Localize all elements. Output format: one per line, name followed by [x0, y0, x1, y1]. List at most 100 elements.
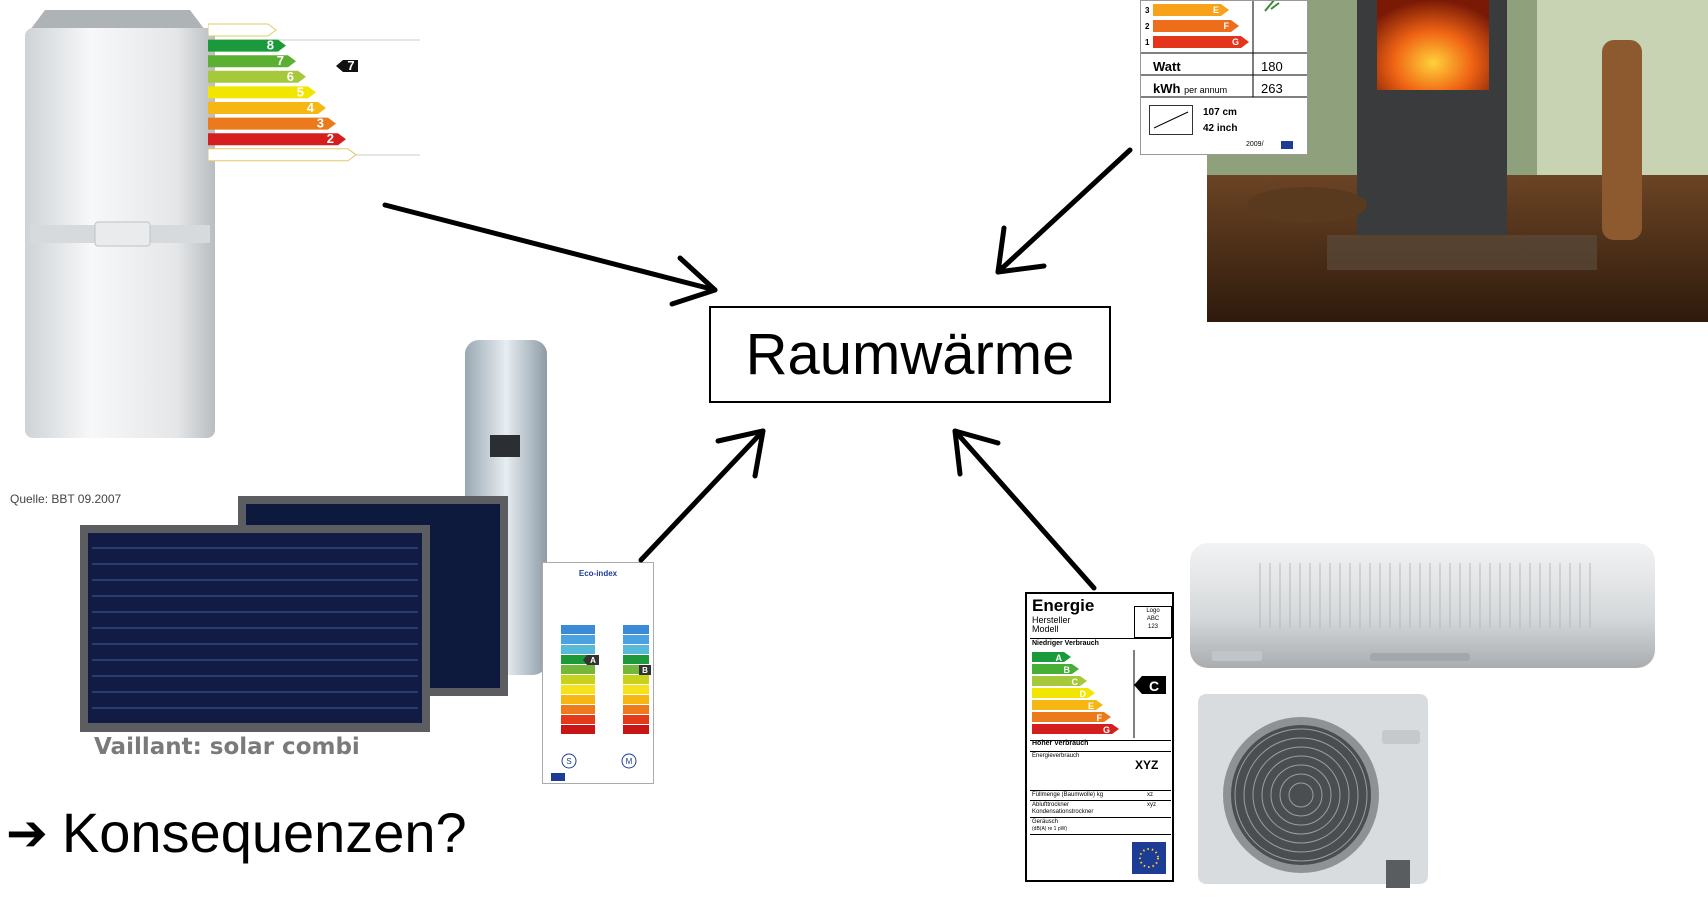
arrow-ac-to-center	[952, 428, 1097, 591]
energy-label-energieverbrauch: Energieverbrauch	[1032, 753, 1080, 759]
energy-class-bar-B	[1032, 664, 1079, 674]
class-bar-label-4: 4	[307, 100, 315, 115]
class-bar-label-2: 2	[327, 131, 334, 146]
energy-class-label-G: G	[1103, 725, 1110, 735]
energy-label-ac: Energie Hersteller Modell Logo ABC 123 N…	[1025, 592, 1174, 882]
class-bar-label-1: 1	[337, 147, 344, 162]
svg-text:F: F	[1224, 21, 1230, 31]
class-bar-7	[208, 55, 296, 68]
arrow-solar-to-center	[638, 428, 766, 563]
tv-class-row-3: 3 E	[1143, 3, 1263, 17]
svg-text:G: G	[1232, 37, 1239, 47]
tv-size-cm: 107 cm	[1203, 107, 1237, 118]
class-bar-5	[208, 86, 316, 99]
eu-flag-icon	[1132, 842, 1166, 874]
class-bar-label-3: 3	[317, 116, 324, 131]
tv-class-row-2: 2 F	[1143, 19, 1263, 33]
eco-index-title: Eco-index	[578, 569, 618, 578]
energy-label-geraeusch: Geräusch	[1032, 819, 1059, 825]
solar-combi-image	[80, 340, 570, 733]
energy-label-modell: Modell	[1032, 624, 1059, 634]
eco-marker-left: A	[590, 656, 596, 665]
energy-class-marker	[1134, 676, 1166, 694]
question-text: Konsequenzen?	[61, 801, 467, 864]
energy-label-num: 123	[1147, 624, 1158, 630]
energy-label-geraeusch-unit: (dB(A) re 1 pW)	[1032, 826, 1068, 832]
screen-size-icon	[1149, 105, 1193, 135]
energy-class-bar-F	[1032, 712, 1111, 722]
energy-label-logo: Logo	[1146, 608, 1160, 614]
tv-kwh-suffix: per annum	[1184, 85, 1228, 95]
energy-class-bar-D	[1032, 688, 1095, 698]
energy-class-marker-label: C	[1149, 678, 1159, 694]
eco-index-label: Eco-index A B S M	[542, 562, 654, 784]
tv-kwh-key: kWh per annum	[1153, 81, 1227, 96]
energy-label-hoch: Hoher Verbrauch	[1032, 740, 1089, 747]
energy-class-label-D: D	[1080, 689, 1087, 699]
arrow-boiler-to-center	[382, 202, 718, 293]
source-caption: Quelle: BBT 09.2007	[10, 492, 122, 506]
class-bar-label-9: 9	[257, 22, 264, 37]
arrow-solar-head	[715, 428, 766, 479]
svg-text:E: E	[1213, 5, 1219, 15]
tv-size-inch: 42 inch	[1203, 123, 1238, 134]
consequences-question: ➔ Konsequenzen?	[6, 800, 467, 865]
eco-circle-right: M	[626, 757, 633, 766]
eco-circle-left: S	[566, 757, 571, 766]
energy-label-niedrig: Niedriger Verbrauch	[1032, 640, 1099, 647]
class-bar-2	[208, 133, 346, 146]
energy-class-bar-A	[1032, 652, 1071, 662]
arrow-right-icon: ➔	[6, 803, 48, 862]
tv-watt-value: 180	[1261, 59, 1283, 74]
energy-class-label-B: B	[1064, 665, 1071, 675]
pellet-stove-image	[1207, 0, 1708, 322]
class-bar-3	[208, 117, 336, 130]
class-bar-9	[207, 23, 277, 37]
class-bar-1	[207, 148, 357, 162]
eco-marker-right: B	[642, 666, 648, 675]
class-marker-label: 7	[347, 58, 354, 73]
ac-outdoor-unit-image	[1196, 690, 1436, 892]
svg-text:1: 1	[1145, 38, 1150, 47]
eu-flag-icon	[1281, 141, 1293, 149]
energy-label-title: Energie	[1032, 596, 1095, 615]
class-bar-8	[208, 39, 286, 52]
energy-class-label-E: E	[1088, 701, 1094, 711]
energy-label-logo-box: Logo ABC 123	[1134, 606, 1172, 638]
class-bar-4	[208, 102, 326, 114]
energy-class-bar-E	[1032, 700, 1103, 710]
energy-label-abluft: Ablufttrockner	[1032, 802, 1070, 808]
energy-label-hersteller: Hersteller	[1032, 615, 1071, 625]
class-bar-label-6: 6	[287, 69, 294, 84]
energy-label-abc: ABC	[1146, 616, 1160, 622]
arrow-stove-to-center	[995, 147, 1133, 275]
tv-kwh-unit: kWh	[1153, 81, 1181, 96]
class-bar-label-8: 8	[267, 38, 274, 53]
energy-label-xyz: XYZ	[1135, 758, 1159, 772]
energy-class-label-F: F	[1097, 713, 1103, 723]
arrow-stove-head	[995, 225, 1047, 275]
energy-label-xyz-small: xyz	[1147, 802, 1156, 808]
class-bar-6	[208, 70, 306, 83]
center-label: Raumwärme	[745, 322, 1075, 387]
center-concept-box: Raumwärme	[709, 306, 1111, 403]
ac-indoor-unit-image	[1190, 543, 1665, 683]
class-marker	[336, 60, 358, 72]
energy-class-bar-C	[1032, 676, 1087, 686]
svg-text:3: 3	[1145, 6, 1150, 15]
solar-caption: Vaillant: solar combi	[94, 734, 360, 760]
energy-class-bar-G	[1032, 724, 1119, 734]
gas-boiler-image: Quelle: BBT 09.2007	[0, 0, 215, 506]
tv-footer: 2009/	[1246, 141, 1264, 148]
tv-energy-label: 3 E 2 F 1 G Watt 180 kWh per annum 263 1…	[1140, 0, 1308, 155]
tv-class-row-1: 1 G	[1143, 35, 1263, 49]
tv-watt-key: Watt	[1153, 59, 1181, 74]
leaf-icon	[1264, 1, 1280, 12]
energy-label-xz: xz	[1147, 792, 1153, 798]
tv-kwh-value: 263	[1261, 81, 1283, 96]
arrow-ac-head	[952, 428, 1001, 477]
arrow-boiler-head	[669, 255, 718, 307]
energy-label-kondens: Kondensationstrockner	[1032, 809, 1094, 815]
